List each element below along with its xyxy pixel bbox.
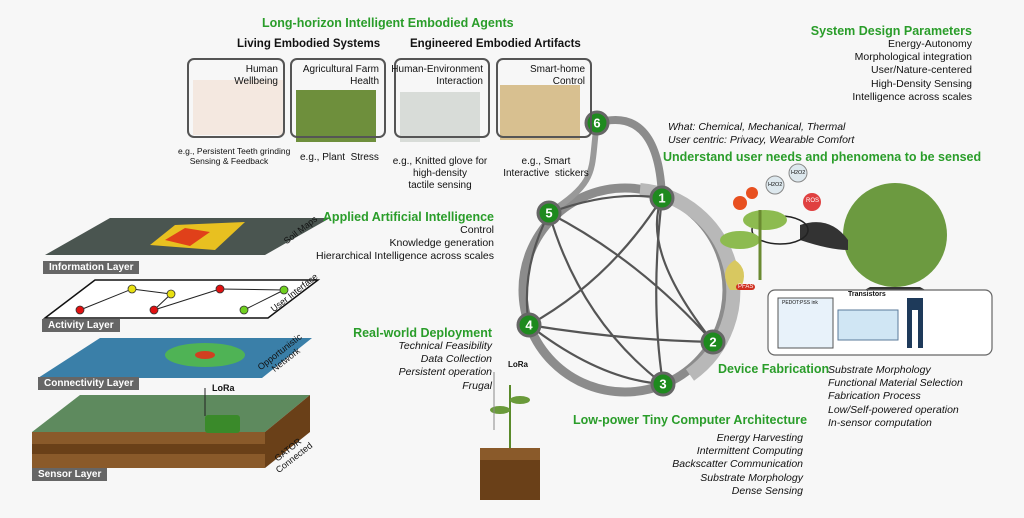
list-item: Frugal [462, 379, 492, 392]
design-params: System Design Parameters Energy-Autonomy… [811, 24, 972, 104]
edges [525, 194, 714, 386]
deployment: Real-world Deployment Technical Feasibil… [300, 326, 492, 393]
sticker-image [500, 85, 580, 140]
wellbeing-image [193, 80, 285, 135]
node-1 [649, 185, 675, 211]
glove-image [400, 92, 480, 142]
list-item: Data Collection [420, 353, 492, 366]
what-line: What: Chemical, Mechanical, Thermal [668, 121, 846, 133]
node-3 [650, 371, 676, 397]
user-centric-line: User centric: Privacy, Wearable Comfort [668, 134, 855, 147]
list-item: Energy-Autonomy [887, 38, 972, 50]
list-item: Technical Feasibility [398, 340, 492, 352]
sensor-layer-field [32, 395, 310, 432]
list-item: Intelligence across scales [852, 90, 972, 103]
list-item: Energy Harvesting [716, 432, 803, 444]
engineered-heading: Engineered Embodied Artifacts [410, 38, 581, 50]
list-item: Substrate Morphology [828, 364, 931, 376]
list-item: Hierarchical Intelligence across scales [316, 250, 494, 263]
node-label: 6 [593, 116, 600, 131]
low-power-heading: Low-power Tiny Computer Architecture [573, 413, 808, 427]
node-label: 2 [709, 335, 716, 350]
node-label: 3 [659, 377, 666, 392]
caption-farm: e.g., Plant Stress [300, 152, 379, 163]
electrode-icon [907, 298, 923, 348]
list-item: In-sensor computation [828, 416, 932, 429]
list-item: Knowledge generation [389, 237, 495, 250]
caption-sticker: e.g., Smart Interactive stickers [503, 156, 589, 179]
card-farm-health: Agricultural Farm Health [290, 58, 386, 138]
lora-label-2: LoRa [508, 360, 528, 369]
node-label: 5 [545, 206, 552, 221]
list-item: Functional Material Selection [828, 377, 963, 390]
understand-heading: Understand user needs and phenomena to b… [663, 150, 982, 164]
living-heading: Living Embodied Systems [237, 38, 381, 50]
list-item: Control [460, 224, 494, 236]
main-title: Long-horizon Intelligent Embodied Agents [262, 16, 514, 30]
ink-label: PEDOT:PSS ink [782, 300, 818, 306]
card-smart-home: Smart-home Control [496, 58, 592, 138]
list-item: Persistent operation [398, 366, 492, 379]
lora-label: LoRa [212, 383, 235, 393]
list-item: Low/Self-powered operation [828, 403, 959, 416]
card-human-environment: Human-Environment Interaction [391, 58, 490, 138]
h2o2-badge: H2O2 [768, 182, 783, 188]
list-item: High-Density Sensing [871, 77, 972, 90]
design-params-heading: System Design Parameters [810, 24, 972, 38]
caption-wellbeing: e.g., Persistent Teeth grinding Sensing … [178, 146, 291, 166]
leaf-closeup [843, 183, 947, 287]
h2o2-badge: H2O2 [791, 170, 806, 176]
list-item: Backscatter Communication [672, 458, 803, 471]
farm-image [296, 90, 376, 142]
card-human-wellbeing: Human Wellbeing [187, 58, 285, 138]
sensor-layer-label: Sensor Layer [32, 468, 108, 481]
understand-lines: What: Chemical, Mechanical, Thermal User… [668, 121, 854, 147]
node-2 [700, 329, 726, 355]
list-item: Dense Sensing [731, 484, 803, 497]
pfas-badge: PFAS [736, 284, 756, 290]
node-label: 1 [658, 191, 665, 206]
device-fab-heading: Device Fabrication [718, 362, 830, 376]
transistors-label: Transistors [848, 291, 886, 298]
information-layer-label: Information Layer [43, 261, 140, 274]
connectivity-layer-label: Connectivity Layer [38, 377, 140, 390]
list-item: Substrate Morphology [700, 471, 803, 484]
deployment-heading: Real-world Deployment [353, 326, 492, 340]
caption-glove: e.g., Knitted glove for high-density tac… [392, 156, 488, 191]
node-4 [516, 312, 542, 338]
applied-ai-heading: Applied Artificial Intelligence [322, 210, 494, 224]
list-item: Fabrication Process [828, 390, 921, 403]
gator-vehicle [205, 415, 240, 433]
list-item: Intermittent Computing [696, 445, 803, 458]
list-item: Morphological integration [854, 51, 972, 64]
node-label: 4 [525, 318, 533, 333]
activity-layer-label: Activity Layer [42, 319, 120, 332]
ros-badge: ROS [806, 198, 820, 204]
node-5 [536, 200, 562, 226]
list-item: User/Nature-centered [871, 64, 972, 77]
